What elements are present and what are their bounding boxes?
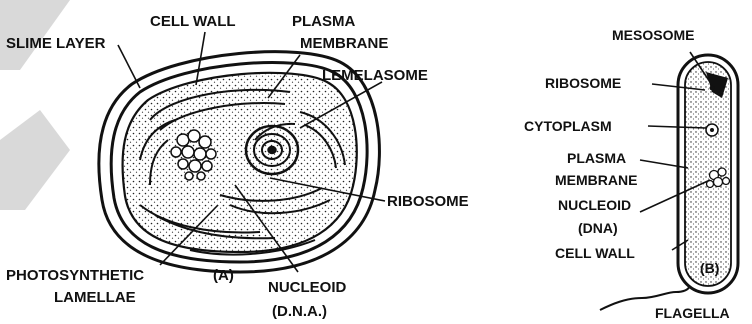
ribosome-b	[710, 86, 715, 91]
watermark	[0, 0, 70, 210]
lemelasome	[246, 126, 298, 174]
label-ribosome-b: RIBOSOME	[545, 75, 621, 91]
label-cell-wall-a: CELL WALL	[150, 13, 236, 30]
label-flagella: FLAGELLA	[655, 305, 730, 321]
label-photosynthetic-line2: LAMELLAE	[54, 289, 136, 306]
label-plasma-membrane-a-line1: PLASMA	[292, 13, 356, 30]
label-plasma-membrane-a-line2: MEMBRANE	[300, 35, 388, 52]
cytoplasm-granule-b	[706, 124, 718, 136]
label-tag-a: (A)	[213, 267, 234, 284]
label-nucleoid-b-line1: NUCLEOID	[558, 197, 631, 213]
diagram-a-cell	[99, 52, 380, 272]
label-cytoplasm: CYTOPLASM	[524, 118, 612, 134]
label-mesosome: MESOSOME	[612, 27, 694, 43]
label-ribosome-a: RIBOSOME	[387, 193, 469, 210]
label-tag-b: (B)	[700, 260, 719, 276]
plasma-membrane-outline	[123, 73, 357, 252]
label-nucleoid-a-line1: NUCLEOID	[268, 279, 347, 296]
label-nucleoid-a-line2: (D.N.A.)	[272, 303, 327, 320]
label-plasma-membrane-b-line2: MEMBRANE	[555, 172, 637, 188]
label-cell-wall-b: CELL WALL	[555, 245, 635, 261]
label-plasma-membrane-b-line1: PLASMA	[567, 150, 626, 166]
label-lemelasome: LEMELASOME	[322, 67, 428, 84]
label-slime-layer: SLIME LAYER	[6, 35, 106, 52]
label-photosynthetic-line1: PHOTOSYNTHETIC	[6, 267, 144, 284]
label-nucleoid-b-line2: (DNA)	[578, 220, 618, 236]
